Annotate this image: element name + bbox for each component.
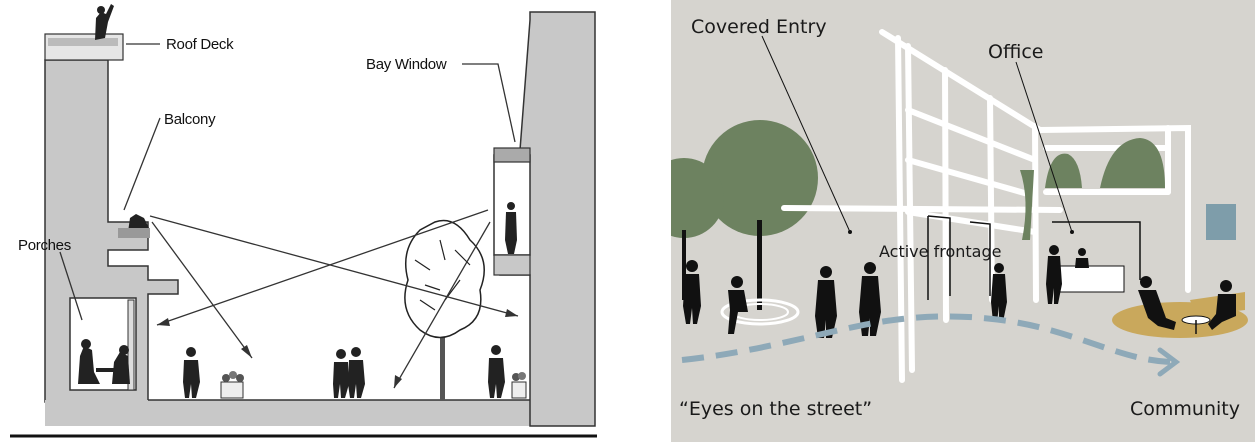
planter-icon bbox=[511, 372, 527, 399]
building-facade bbox=[781, 29, 1191, 383]
community-label: Community bbox=[1130, 398, 1240, 420]
planter-icon bbox=[220, 371, 244, 399]
sight-lines bbox=[149, 209, 519, 389]
office-label: Office bbox=[988, 41, 1043, 63]
eyes-on-street-label: “Eyes on the street” bbox=[679, 398, 872, 420]
street-tree-icon bbox=[404, 219, 485, 400]
bay-window-label: Bay Window bbox=[366, 56, 447, 73]
porches-label: Porches bbox=[18, 237, 71, 254]
ground bbox=[45, 400, 595, 426]
covered-entry-label: Covered Entry bbox=[691, 16, 827, 38]
balcony-label: Balcony bbox=[164, 111, 216, 128]
pedestrian-flow-path bbox=[681, 313, 1171, 365]
tree-icon bbox=[671, 158, 724, 238]
pedestrian-icon bbox=[815, 266, 837, 338]
pedestrian-icon bbox=[683, 260, 701, 324]
left-section-diagram: Roof Deck Bay Window Balcony Porches bbox=[10, 4, 597, 438]
seated-person-icon bbox=[1138, 276, 1176, 330]
roof-deck-label: Roof Deck bbox=[166, 36, 234, 53]
community-seating-area bbox=[1112, 302, 1248, 338]
active-frontage-label: Active frontage bbox=[879, 242, 1001, 261]
bay-window-person-icon bbox=[505, 202, 517, 254]
seated-person-icon bbox=[1208, 280, 1236, 330]
office-worker-icon bbox=[1075, 248, 1089, 268]
rooftop-person-icon bbox=[95, 4, 114, 40]
accent-panel bbox=[1206, 204, 1236, 240]
flow-arrowhead bbox=[1157, 347, 1181, 377]
window-greenery bbox=[1045, 153, 1082, 188]
pedestrian-icon bbox=[991, 263, 1007, 322]
porch-person-icon bbox=[112, 352, 130, 384]
right-background bbox=[671, 0, 1255, 442]
pedestrian-icon bbox=[488, 345, 505, 398]
pedestrian-icon bbox=[183, 347, 200, 398]
pedestrian-couple-icon bbox=[333, 347, 365, 398]
porch-person-icon bbox=[78, 346, 100, 384]
pedestrian-icon bbox=[859, 262, 881, 336]
pedestrian-icon bbox=[1046, 245, 1062, 304]
tree-icon bbox=[702, 120, 818, 236]
seated-person-icon bbox=[728, 276, 748, 334]
roof-deck-slab bbox=[44, 33, 124, 61]
window-greenery bbox=[1100, 138, 1165, 188]
